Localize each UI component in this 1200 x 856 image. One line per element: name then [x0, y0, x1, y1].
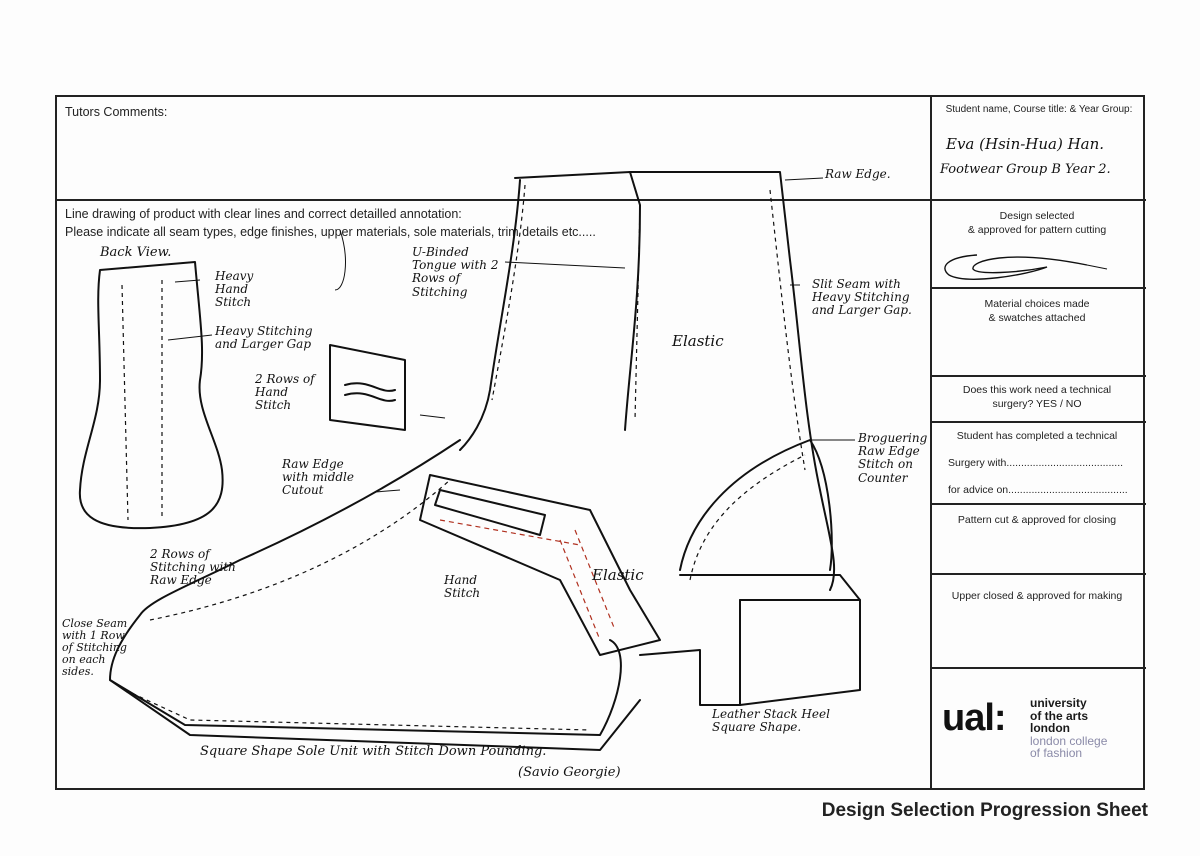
annotation-raw-edge-cutout: Raw Edge with middle Cutout: [282, 457, 354, 498]
row-technical: Does this work need a technical surgery?…: [932, 375, 1146, 421]
tutor-signature: [944, 254, 1108, 280]
annotation-back-view: Back View.: [100, 245, 172, 260]
sidebar-divider: [930, 97, 932, 788]
ual-logo-mark: ual:: [942, 697, 1007, 739]
logo-line-5: of fashion: [1030, 746, 1083, 761]
progression-sheet-frame: Tutors Comments: Line drawing of product…: [55, 95, 1146, 790]
row-completed: Student has completed a technical Surger…: [932, 421, 1146, 503]
annotation-broguering: Broguering Raw Edge Stitch on Counter: [858, 431, 928, 485]
student-label: Student name, Course title: & Year Group…: [945, 104, 1133, 115]
instruction-line-1: Line drawing of product with clear lines…: [65, 207, 462, 221]
annotation-two-rows-hand-stitch: 2 Rows of Hand Stitch: [255, 372, 315, 413]
row-pattern-cut: Pattern cut & approved for closing: [932, 503, 1146, 573]
technical-line-1: Does this work need a technical: [962, 384, 1112, 396]
annotation-hand-stitch: Hand Stitch: [444, 573, 481, 601]
logo-line-3: london: [1030, 721, 1070, 736]
comments-divider: [57, 199, 930, 201]
annotation-u-binded-tongue: U-Binded Tongue with 2 Rows of Stitching: [412, 245, 499, 299]
annotation-heavy-hand-stitch: Heavy Hand Stitch: [215, 269, 254, 310]
row-material: Material choices made & swatches attache…: [932, 287, 1146, 375]
annotation-elastic-upper: Elastic: [672, 332, 724, 350]
design-selected-line-1: Design selected: [999, 210, 1075, 222]
material-line-2: & swatches attached: [988, 312, 1086, 324]
logo-line-2: of the arts: [1030, 708, 1089, 723]
row-design-selected: Design selected & approved for pattern c…: [932, 199, 1146, 287]
row-logo: ual: university of the arts london londo…: [932, 667, 1146, 788]
completed-line-1: Student has completed a technical: [956, 430, 1118, 442]
annotation-sole-unit: Square Shape Sole Unit with Stitch Down …: [200, 744, 547, 759]
annotation-elastic-strap: Elastic: [592, 566, 644, 584]
material-line-1: Material choices made: [984, 298, 1090, 310]
sheet-title: Design Selection Progression Sheet: [821, 800, 1148, 821]
annotation-raw-edge-top: Raw Edge.: [825, 167, 891, 181]
tutors-comments-label: Tutors Comments:: [65, 105, 168, 119]
advice-on: for advice on...........................…: [948, 484, 1128, 496]
student-course: Footwear Group B Year 2.: [940, 162, 1111, 177]
logo-line-4: london college: [1030, 733, 1108, 748]
instruction-line-2: Please indicate all seam types, edge fin…: [65, 225, 596, 239]
logo-line-1: university: [1030, 696, 1087, 710]
annotation-designer-ref: (Savio Georgie): [518, 765, 621, 780]
technical-line-2: surgery? YES / NO: [992, 398, 1082, 410]
design-selected-line-2: & approved for pattern cutting: [967, 224, 1107, 236]
upper-closed: Upper closed & approved for making: [951, 590, 1123, 602]
surgery-with: Surgery with............................…: [948, 457, 1124, 469]
annotation-slit-seam: Slit Seam with Heavy Stitching and Large…: [812, 277, 912, 318]
annotation-leather-heel: Leather Stack Heel Square Shape.: [712, 707, 830, 735]
annotation-close-seam: Close Seam with 1 Row of Stitching on ea…: [62, 617, 128, 679]
sidebar: Student name, Course title: & Year Group…: [932, 97, 1146, 788]
student-name: Eva (Hsin-Hua) Han.: [946, 135, 1105, 153]
annotation-two-rows-raw-edge: 2 Rows of Stitching with Raw Edge: [150, 547, 236, 588]
annotation-heavy-stitching: Heavy Stitching and Larger Gap: [215, 324, 313, 352]
pattern-cut: Pattern cut & approved for closing: [957, 514, 1117, 526]
ual-logo-text: university of the arts london london col…: [1030, 697, 1107, 760]
row-upper-closed: Upper closed & approved for making: [932, 573, 1146, 667]
